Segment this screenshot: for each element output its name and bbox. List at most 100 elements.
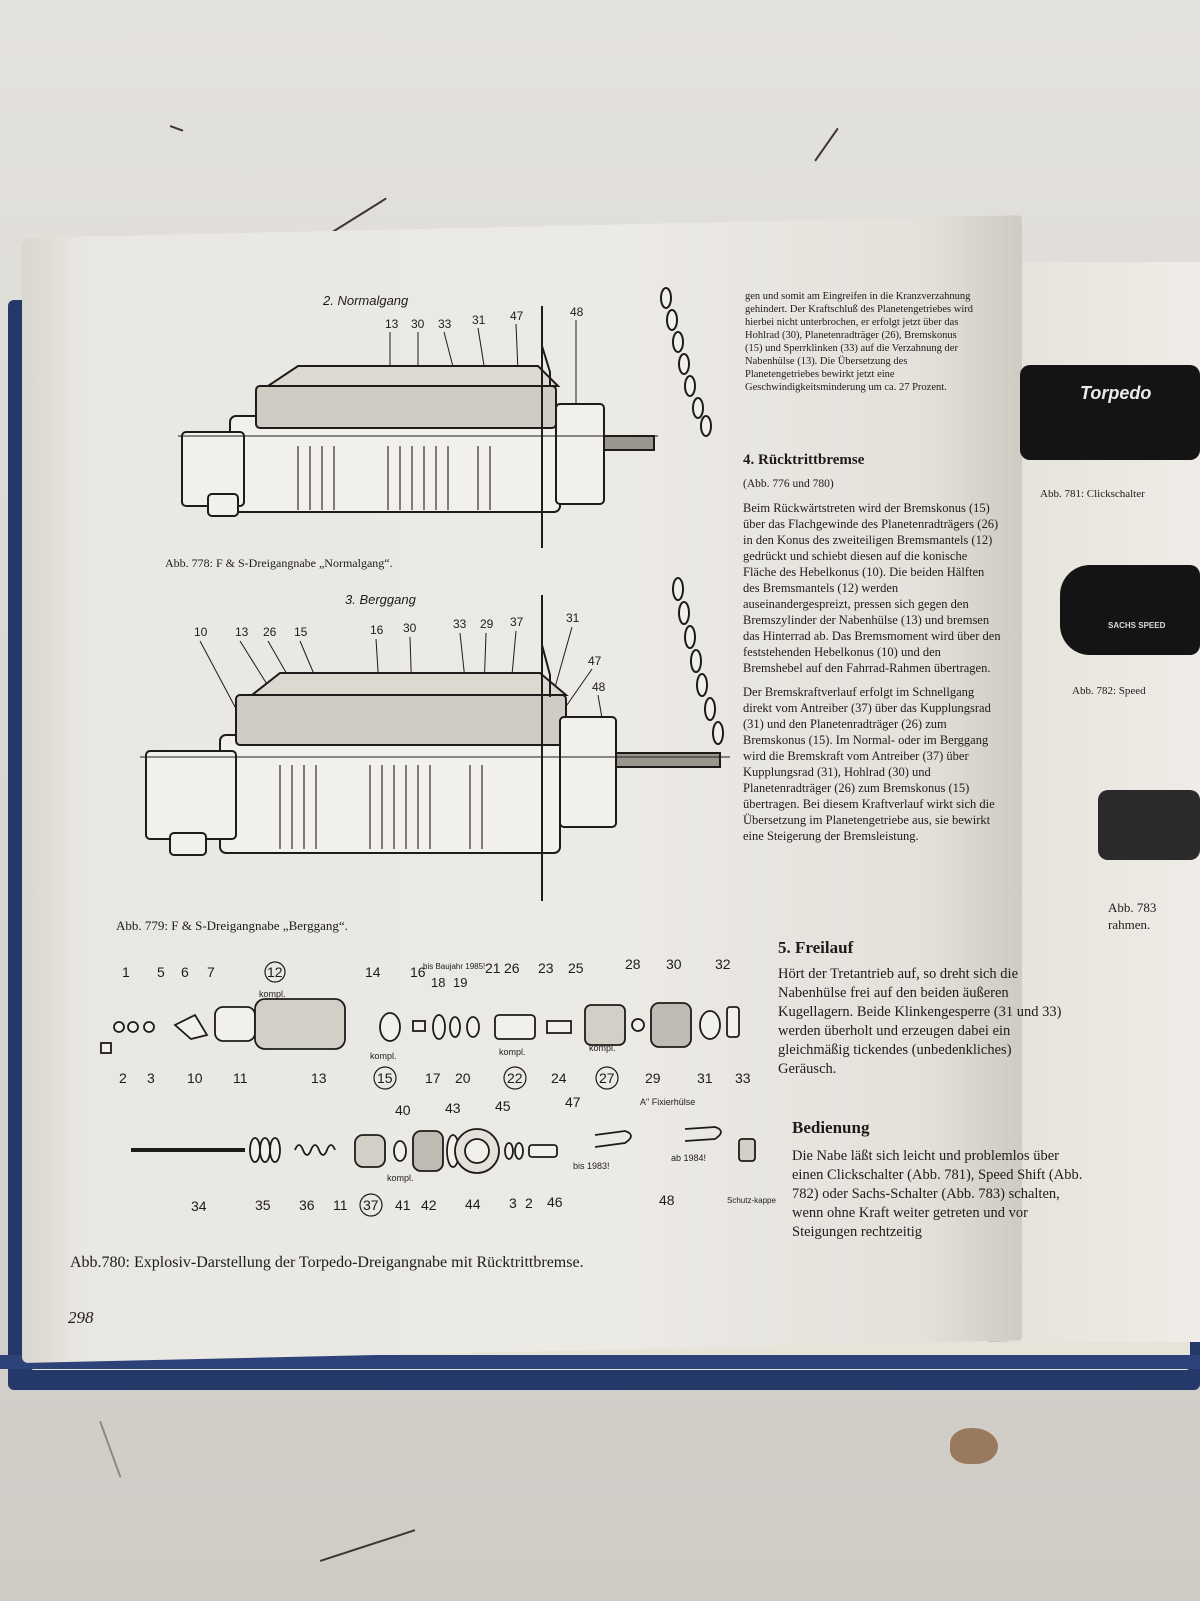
part-label: 3	[147, 1070, 155, 1086]
hub-shading	[140, 756, 730, 849]
kompl-note: kompl.	[387, 1173, 414, 1183]
torpedo-brand: Torpedo	[1080, 383, 1152, 403]
bottom-part-labels: 2 3 10 11 13 15 17 20 22 24 27 29 31 33	[119, 1070, 751, 1086]
part-label: 48	[659, 1192, 675, 1208]
part-label: 20	[455, 1070, 471, 1086]
kompl-note: kompl.	[499, 1047, 526, 1057]
page-number: 298	[68, 1308, 94, 1327]
sachs-schalter-image	[1098, 790, 1200, 860]
figure-780-exploded-view: 1 5 6 7 14 16 21 26 23 25 28 30 32 12 ko…	[95, 955, 776, 1250]
ab-1984-note: ab 1984!	[671, 1153, 706, 1163]
exploded-parts-row-1	[100, 998, 740, 1054]
callout: 26	[263, 625, 277, 639]
intro-text: gen und somit am Eingreifen in die Kranz…	[745, 291, 974, 393]
intro-paragraph: gen und somit am Eingreifen in die Kranz…	[745, 290, 975, 402]
kompl-note: kompl.	[370, 1051, 397, 1061]
part-label-circled: 12	[267, 964, 283, 980]
circled-label-ring	[595, 1066, 619, 1090]
figure-caption-779: Abb. 779: F & S-Dreigangnabe „Berggang“.	[116, 918, 348, 933]
hub-shading	[178, 435, 658, 510]
kompl-note: kompl.	[259, 989, 286, 999]
part-label: 11	[233, 1070, 248, 1086]
callout: 48	[570, 305, 584, 319]
circled-label-ring	[503, 1066, 527, 1090]
part-label: 22	[507, 1070, 523, 1086]
book-cover-edge	[0, 1355, 1200, 1369]
part-label: 21	[485, 960, 501, 976]
part-label: 28	[625, 956, 641, 972]
callout: 13	[235, 625, 249, 639]
circled-label-ring	[359, 1193, 383, 1217]
callout: 48	[592, 680, 606, 694]
part-label: 1	[122, 964, 130, 980]
fixierhuelse-note: A" Fixierhülse	[640, 1097, 695, 1107]
sachs-speed-label: SACHS SPEED	[1108, 621, 1166, 630]
callout: 13	[385, 317, 399, 331]
part-label: 29	[645, 1070, 661, 1086]
hub-body	[181, 365, 655, 517]
part-label: 10	[187, 1070, 203, 1086]
callout: 47	[510, 309, 524, 323]
shift-rod	[541, 595, 551, 901]
part-label: 40	[395, 1102, 411, 1118]
part-label: 11	[333, 1197, 348, 1213]
paragraph-ruecktrittbremse-2: Der Bremskraftverlauf erfolgt im Schnell…	[743, 685, 995, 843]
part-label: 16	[410, 964, 426, 980]
top-part-labels: 1 5 6 7 14 16 21 26 23 25 28 30 32	[122, 956, 731, 980]
kompl-note: kompl.	[589, 1043, 616, 1053]
part-label: 23	[538, 960, 554, 976]
callout: 31	[566, 611, 580, 625]
part-label: 18	[431, 975, 445, 990]
schutzkappe-note: Schutz-kappe	[727, 1196, 776, 1205]
figure-778-normalgang: 2. Normalgang 13 30 33 31 47 48	[178, 286, 718, 561]
hub-drawing-normalgang: 2. Normalgang 13 30 33 31 47 48	[178, 287, 712, 548]
callout: 47	[588, 654, 602, 668]
part-label: 6	[181, 964, 189, 980]
clickschalter-image: Torpedo	[1020, 365, 1200, 460]
part-label: 31	[697, 1070, 713, 1086]
callout: 10	[194, 625, 208, 639]
part-label: 30	[666, 956, 682, 972]
part-label: 43	[445, 1100, 461, 1116]
part-label: 32	[715, 956, 731, 972]
exploded-parts-row-2	[131, 1126, 756, 1174]
shift-rod	[541, 306, 551, 548]
hub-body	[145, 672, 721, 856]
callout: 29	[480, 617, 494, 631]
figure-779-berggang: 3. Berggang 10 13 26 15 16 30 33 29 37 3…	[140, 577, 740, 910]
subheading-refs: (Abb. 776 und 780)	[743, 478, 834, 490]
speed-shift-image: SACHS SPEED	[1060, 565, 1200, 655]
part-label: 17	[425, 1070, 441, 1086]
figure-title: 2. Normalgang	[322, 293, 409, 308]
part-label: 42	[421, 1197, 437, 1213]
part-label: 33	[735, 1070, 751, 1086]
figure-title: 3. Berggang	[345, 592, 417, 607]
circled-label-ring	[264, 961, 286, 983]
part-label: 41	[395, 1197, 411, 1213]
figure-caption-780: Abb.780: Explosiv-Darstellung der Torped…	[70, 1254, 584, 1271]
callout-numbers: 10 13 26 15 16 30 33 29 37 31 47 48	[194, 611, 606, 694]
row2-bottom-labels: 34 35 36 11 37 41 42 44 3 2 46 48	[191, 1192, 675, 1214]
part-label: 36	[299, 1197, 315, 1213]
part-label: 24	[551, 1070, 567, 1086]
callout: 33	[453, 617, 467, 631]
part-label: 26	[504, 960, 520, 976]
table-stain	[950, 1428, 998, 1464]
hub-drawing-berggang: 3. Berggang 10 13 26 15 16 30 33 29 37 3…	[140, 577, 730, 901]
callout-numbers: 13 30 33 31 47 48	[385, 305, 584, 331]
figure-caption-778: Abb. 778: F & S-Dreigangnabe „Normalgang…	[165, 556, 393, 570]
callout: 30	[403, 621, 417, 635]
bis-1983-note: bis 1983!	[573, 1161, 610, 1171]
section-freilauf: 5. Freilauf Hört der Tretantrieb auf, so…	[778, 938, 1070, 1087]
part-label: 37	[363, 1197, 379, 1213]
part-label: 47	[565, 1094, 581, 1110]
heading-freilauf: 5. Freilauf	[778, 938, 854, 957]
part-label: 7	[207, 964, 215, 980]
part-label: 35	[255, 1197, 271, 1213]
callout: 31	[472, 313, 486, 327]
exploded-drawing: 1 5 6 7 14 16 21 26 23 25 28 30 32 12 ko…	[100, 956, 776, 1217]
paragraph-ruecktrittbremse-1: Beim Rückwärtstreten wird der Bremskonus…	[743, 501, 1001, 675]
callout: 37	[510, 615, 524, 629]
circled-label-ring	[373, 1066, 397, 1090]
heading-bedienung: Bedienung	[792, 1118, 870, 1137]
